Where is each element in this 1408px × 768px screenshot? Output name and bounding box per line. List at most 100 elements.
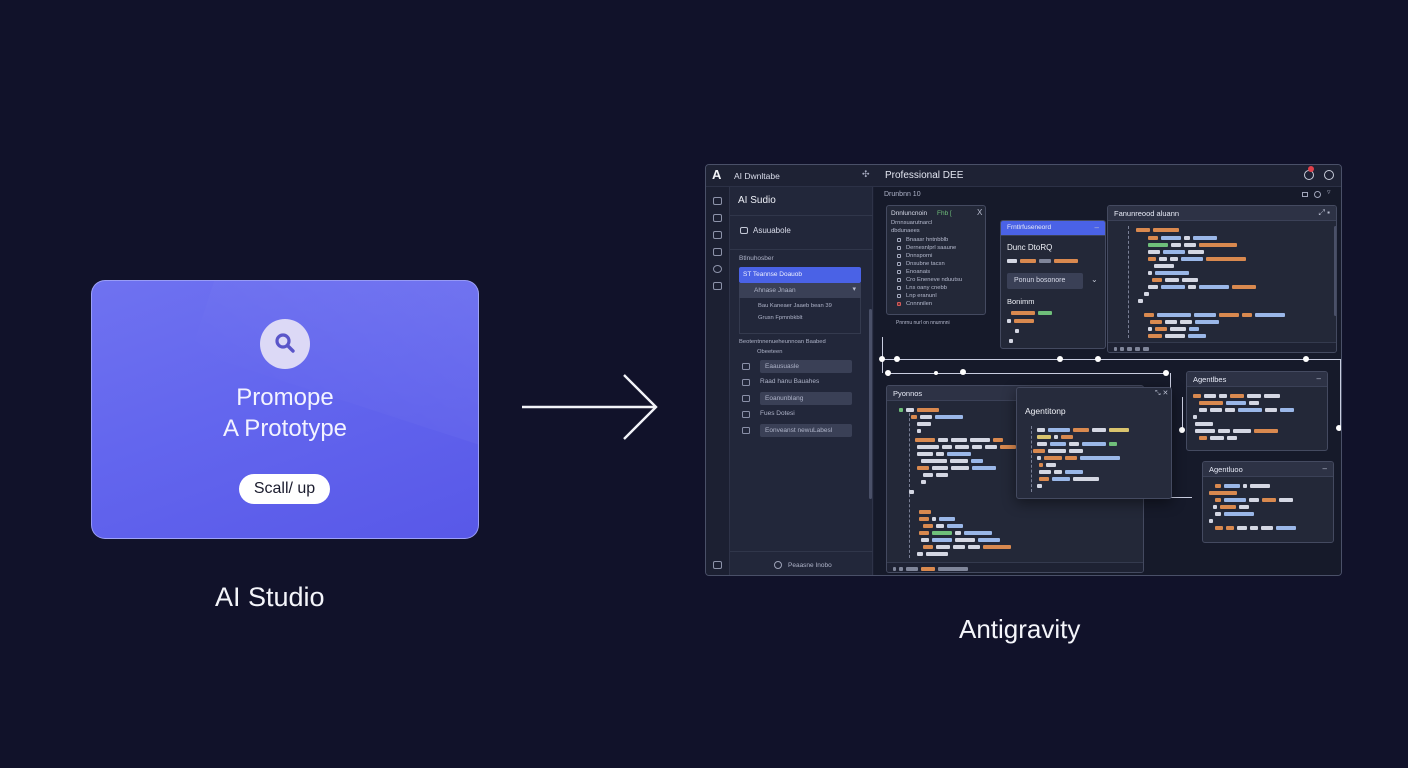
indent-guide xyxy=(909,408,910,558)
ide-main-area: Drunbnn 10 ▿ Dnnluncnoin Fhb [ X Drnnsua… xyxy=(874,187,1341,575)
panel-title: Pyonnos xyxy=(893,389,923,398)
scale-up-button[interactable]: Scall/ up xyxy=(239,474,330,504)
indent-guide xyxy=(1128,226,1129,338)
inbox-icon[interactable] xyxy=(713,214,722,222)
side-panel-header: AI Sudio xyxy=(738,195,776,206)
agent-panel-1: Agentlbes – xyxy=(1186,371,1328,451)
panel-title: Agentluoo xyxy=(1209,465,1243,474)
connector-node[interactable] xyxy=(1163,370,1169,376)
connector-line xyxy=(886,373,1166,374)
connector-node[interactable] xyxy=(894,356,900,362)
code-editor-panel-top: Fanunreood aluann ⤢ ▪ xyxy=(1107,205,1337,353)
file-item[interactable]: Dnnsporni xyxy=(897,253,932,259)
select-value: Ponun bosonore xyxy=(1014,277,1066,284)
editor-panel-header: Fanunreood aluann ⤢ ▪ xyxy=(1108,206,1336,221)
files-icon[interactable] xyxy=(713,197,722,205)
file-item[interactable]: Lnp eranunl xyxy=(897,293,937,299)
collapse-icon[interactable]: – xyxy=(1094,223,1099,232)
section-subtitle: Obeeteen xyxy=(757,349,783,355)
properties-select[interactable]: Ponun bosonore xyxy=(1007,273,1083,289)
sidebar-item-4[interactable]: Fues Dotesi xyxy=(760,410,795,417)
ide-title-bar: A AI Dwnltabe ✣ Professional DEE xyxy=(706,165,1341,187)
selected-item-label: ST Teannse Doauob xyxy=(743,271,803,278)
notification-badge xyxy=(1308,166,1314,172)
connector-node[interactable] xyxy=(1179,427,1185,433)
connector-node[interactable] xyxy=(885,370,891,376)
antigravity-caption: Antigravity xyxy=(959,614,1081,644)
divider xyxy=(730,215,873,216)
notification-icon[interactable] xyxy=(1304,166,1314,180)
sub-item[interactable]: Grusn Fpmnbkblt xyxy=(758,315,803,321)
extensions-icon[interactable] xyxy=(713,282,722,290)
panel-controls-icon[interactable]: ⤢ ▪ xyxy=(1318,208,1330,217)
connector-node[interactable] xyxy=(1336,425,1341,431)
arrow-right-icon xyxy=(522,374,658,440)
connector-node[interactable] xyxy=(879,356,885,362)
section-title: Beotentnnenueheunnoan Baabed xyxy=(739,339,826,345)
layers-icon[interactable] xyxy=(713,231,722,239)
close-icon[interactable]: X xyxy=(977,208,983,217)
file-item[interactable]: Bnaasr hntnbblb xyxy=(897,237,948,243)
group-label: Btlnuhosber xyxy=(739,255,774,262)
board-icon[interactable] xyxy=(713,248,722,256)
connector-line xyxy=(1340,359,1341,429)
antigravity-ide-window: A AI Dwnltabe ✣ Professional DEE AI Sudi… xyxy=(705,164,1342,576)
connector-line xyxy=(1182,397,1183,431)
connector-node[interactable] xyxy=(1057,356,1063,362)
file-list-footer: Pnnrnu nurl on nnurnnni xyxy=(896,320,950,326)
file-item[interactable]: Cnnnnilen xyxy=(897,301,932,307)
settings-icon[interactable] xyxy=(713,561,722,569)
panel-subtitle: dbdunaees xyxy=(891,228,920,234)
sub-item[interactable]: Bau Kaneaer Jaaeb bean 39 xyxy=(758,303,832,309)
sidebar-item-3[interactable]: Eoanunblang xyxy=(760,392,852,405)
collapse-icon[interactable]: – xyxy=(1316,374,1321,383)
editor-scrollbar[interactable] xyxy=(1334,226,1336,316)
properties-panel-header: Frntlrfuseneord – xyxy=(1001,221,1105,236)
ai-studio-prototype-card: Promope A Prototype Scall/ up xyxy=(91,280,479,539)
history-icon[interactable] xyxy=(713,265,722,273)
sidebar-item-label: Eonveanst newuLabesl xyxy=(765,427,833,434)
file-item[interactable]: Dnsubne tacsn xyxy=(897,261,945,267)
connector-line xyxy=(882,337,883,373)
settings-icon[interactable] xyxy=(1314,191,1321,198)
sparkle-icon[interactable]: ✣ xyxy=(862,169,870,179)
section-button[interactable]: Asuuabole xyxy=(753,226,791,235)
connector-node[interactable] xyxy=(960,369,966,375)
sidebar-item-label: Eoanunblang xyxy=(765,395,804,402)
layout-icon[interactable] xyxy=(1302,192,1308,197)
sidebar-item-label: Eaausuasle xyxy=(765,363,799,370)
search-icon xyxy=(260,319,310,369)
file-item[interactable]: Cro Eneneve nduutsu xyxy=(897,277,962,283)
side-panel-footer[interactable]: Peaasne Inobo xyxy=(788,562,832,569)
sidebar-item-1[interactable]: Eaausuasle xyxy=(760,360,852,373)
panel-title: Agentlbes xyxy=(1193,375,1227,384)
activity-bar xyxy=(706,187,730,575)
file-item[interactable]: Lns oany cnebb xyxy=(897,285,947,291)
panel-title: Fanunreood aluann xyxy=(1114,209,1180,218)
selected-item[interactable]: ST Teannse Doauob xyxy=(739,267,861,283)
file-item[interactable]: Dernesnlprl saaune xyxy=(897,245,956,251)
chevron-down-icon[interactable]: ⌄ xyxy=(1091,275,1098,284)
collapse-icon[interactable]: – xyxy=(1322,464,1327,473)
agent-panel-2: Agentluoo – xyxy=(1202,461,1334,543)
doc-icon xyxy=(742,411,750,418)
help-icon xyxy=(774,561,782,569)
connector-node[interactable] xyxy=(1303,356,1309,362)
dropdown-item[interactable]: Ahnase Jnaan ▾ xyxy=(739,283,861,298)
file-item[interactable]: Enoanais xyxy=(897,269,930,275)
connector-node[interactable] xyxy=(934,371,938,375)
panel-controls-icon[interactable]: ⤡ ✕ xyxy=(1155,390,1169,397)
more-icon[interactable]: ▿ xyxy=(1327,189,1331,196)
dropdown-list: Bau Kaneaer Jaaeb bean 39 Grusn Fpmnbkbl… xyxy=(739,298,861,334)
side-panel-scrollbar[interactable] xyxy=(869,309,872,499)
properties-panel: Frntlrfuseneord – Dunc DtoRQ Ponun boson… xyxy=(1000,220,1106,349)
agent-panel-header: Agentluoo – xyxy=(1203,462,1333,477)
sidebar-item-2[interactable]: Raad hanu Bauahes xyxy=(760,378,820,385)
divider xyxy=(730,249,873,250)
connector-node[interactable] xyxy=(1095,356,1101,362)
app-logo: A xyxy=(712,167,722,182)
account-icon[interactable] xyxy=(1324,170,1334,180)
editor-status-bar xyxy=(1108,342,1336,352)
chevron-down-icon: ▾ xyxy=(852,286,856,293)
sidebar-item-5[interactable]: Eonveanst newuLabesl xyxy=(760,424,852,437)
